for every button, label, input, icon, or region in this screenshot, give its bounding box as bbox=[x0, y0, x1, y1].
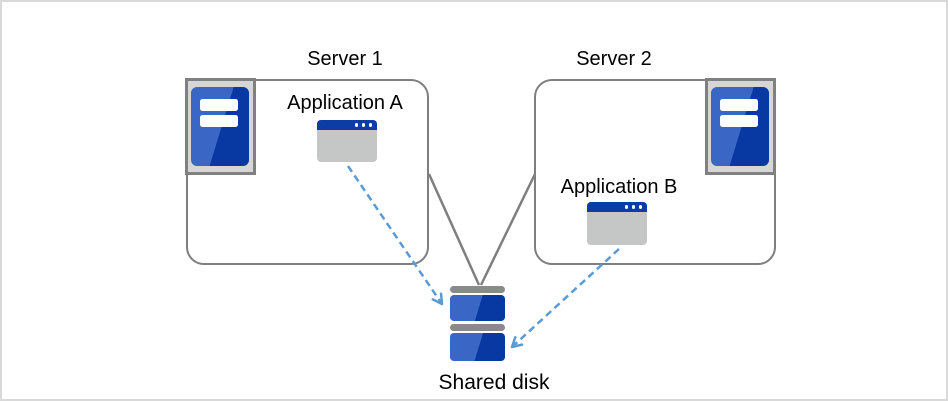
app-window-icon bbox=[587, 202, 647, 245]
disk-platter-bar bbox=[450, 324, 505, 331]
disk-platter bbox=[450, 333, 505, 361]
server-tower-icon bbox=[705, 78, 776, 175]
application-a-label: Application A bbox=[287, 92, 403, 114]
disk-platter bbox=[450, 295, 505, 321]
app-window-titlebar bbox=[587, 202, 647, 212]
server-slot bbox=[720, 99, 758, 111]
connector-server2-to-disk bbox=[479, 173, 537, 286]
server-tower-body bbox=[191, 87, 249, 166]
server-2-label: Server 2 bbox=[576, 48, 652, 70]
titlebar-dots-icon bbox=[354, 123, 372, 127]
server-tower-icon bbox=[185, 78, 256, 175]
server-1-label: Server 1 bbox=[307, 48, 383, 70]
titlebar-dots-icon bbox=[624, 205, 642, 209]
server-slot bbox=[200, 99, 238, 111]
connector-server1-to-disk bbox=[427, 173, 481, 286]
application-b-label: Application B bbox=[560, 176, 678, 198]
server-tower-body bbox=[711, 87, 769, 166]
server-slot bbox=[720, 115, 758, 127]
app-window-icon bbox=[317, 120, 377, 162]
server-slot bbox=[200, 115, 238, 127]
shared-disk-label: Shared disk bbox=[438, 371, 550, 394]
disk-stack-icon bbox=[450, 286, 505, 362]
disk-platter-bar bbox=[450, 286, 505, 293]
app-window-titlebar bbox=[317, 120, 377, 130]
